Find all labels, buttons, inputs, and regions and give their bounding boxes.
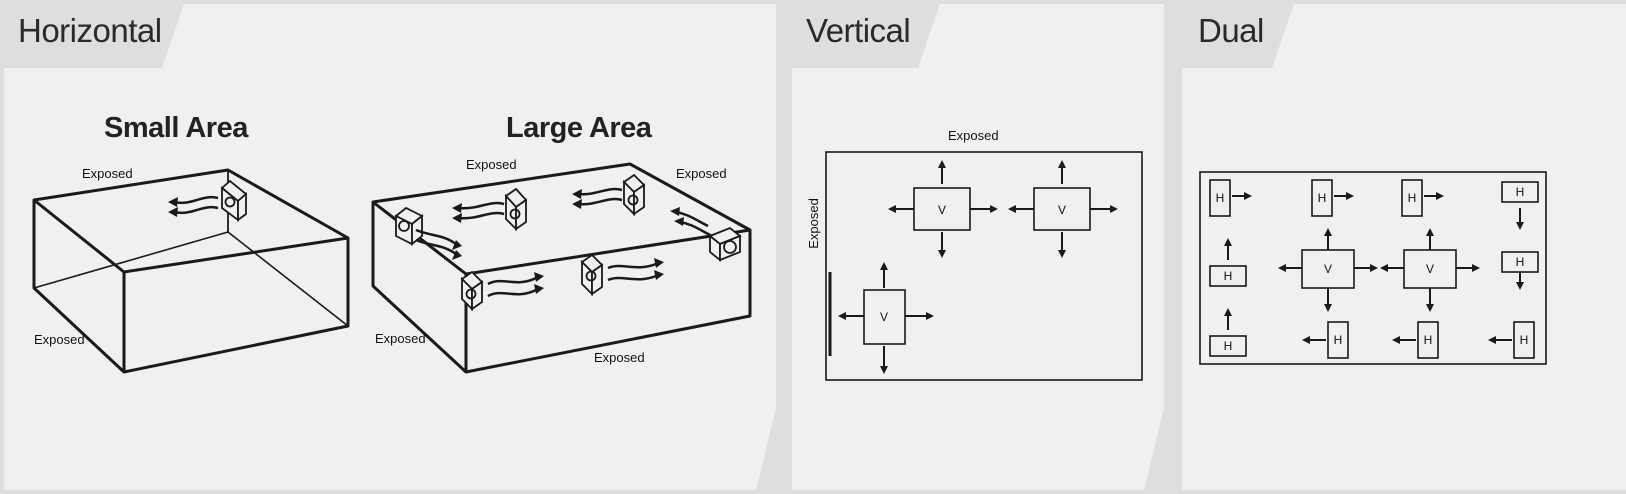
large-area-exposed-right-label: Exposed	[676, 166, 727, 181]
dual-h-unit-10	[1513, 321, 1535, 359]
dual-v-unit-1-label: V	[1324, 262, 1332, 276]
dual-floor-plan: H H H H H H H H H H V V	[1199, 171, 1547, 365]
dual-v-unit-1	[1301, 249, 1355, 289]
dual-h-unit-2	[1311, 179, 1333, 217]
dual-h-unit-1	[1209, 179, 1231, 217]
dual-h-unit-9-label: H	[1424, 333, 1433, 347]
dual-h-unit-6	[1501, 251, 1539, 273]
small-area-exposed-left-label: Exposed	[34, 332, 85, 347]
large-area-diagram	[371, 162, 752, 374]
dual-h-unit-4	[1501, 181, 1539, 203]
vertical-unit-2-label: V	[1058, 203, 1066, 217]
dual-panel-background	[1182, 4, 1626, 490]
large-area-title: Large Area	[506, 112, 652, 144]
small-area-exposed-top-label: Exposed	[82, 166, 133, 181]
large-area-exposed-left-label: Exposed	[375, 331, 426, 346]
small-area-airflow-arrows	[173, 195, 219, 215]
dual-title: Dual	[1198, 12, 1264, 49]
dual-h-unit-6-label: H	[1516, 255, 1525, 269]
dual-h-unit-7	[1209, 335, 1247, 357]
vertical-title: Vertical	[806, 12, 911, 49]
vertical-unit-3	[863, 289, 906, 345]
vertical-unit-3-label: V	[880, 310, 888, 324]
vertical-unit-1-label: V	[938, 203, 946, 217]
dual-room-outline	[1199, 171, 1547, 365]
horizontal-panel: Horizontal Small Area Exposed	[4, 4, 776, 490]
horizontal-title: Horizontal	[18, 12, 162, 49]
small-area-title: Small Area	[104, 112, 248, 144]
large-area-box-outline	[371, 162, 752, 374]
vertical-room-outline	[825, 151, 1143, 381]
vertical-exposed-top-label: Exposed	[948, 128, 999, 143]
dual-h-unit-2-label: H	[1318, 191, 1327, 205]
large-area-exposed-bottom-label: Exposed	[594, 350, 645, 365]
horizontal-panel-background	[4, 4, 776, 490]
dual-h-unit-7-label: H	[1224, 339, 1233, 353]
small-area-heater-icon	[220, 179, 248, 222]
dual-h-unit-10-label: H	[1520, 333, 1529, 347]
dual-v-unit-2	[1403, 249, 1457, 289]
small-area-diagram	[32, 168, 350, 374]
dual-h-unit-1-label: H	[1216, 191, 1225, 205]
dual-h-unit-8-label: H	[1334, 333, 1343, 347]
vertical-floor-plan: V V V	[825, 151, 1143, 381]
large-area-heater-icons	[394, 173, 742, 312]
large-area-exposed-top-label: Exposed	[466, 157, 517, 172]
dual-h-unit-4-label: H	[1516, 185, 1525, 199]
dual-v-unit-2-label: V	[1426, 262, 1434, 276]
dual-h-unit-8	[1327, 321, 1349, 359]
dual-h-unit-9	[1417, 321, 1439, 359]
dual-h-unit-5	[1209, 265, 1247, 287]
dual-h-unit-3	[1401, 179, 1423, 217]
dual-h-unit-3-label: H	[1408, 191, 1417, 205]
vertical-unit-1	[913, 187, 971, 231]
vertical-panel: Vertical Exposed Exposed V V	[792, 4, 1164, 490]
dual-h-unit-5-label: H	[1224, 269, 1233, 283]
vertical-unit-2	[1033, 187, 1091, 231]
dual-panel: Dual	[1182, 4, 1626, 490]
